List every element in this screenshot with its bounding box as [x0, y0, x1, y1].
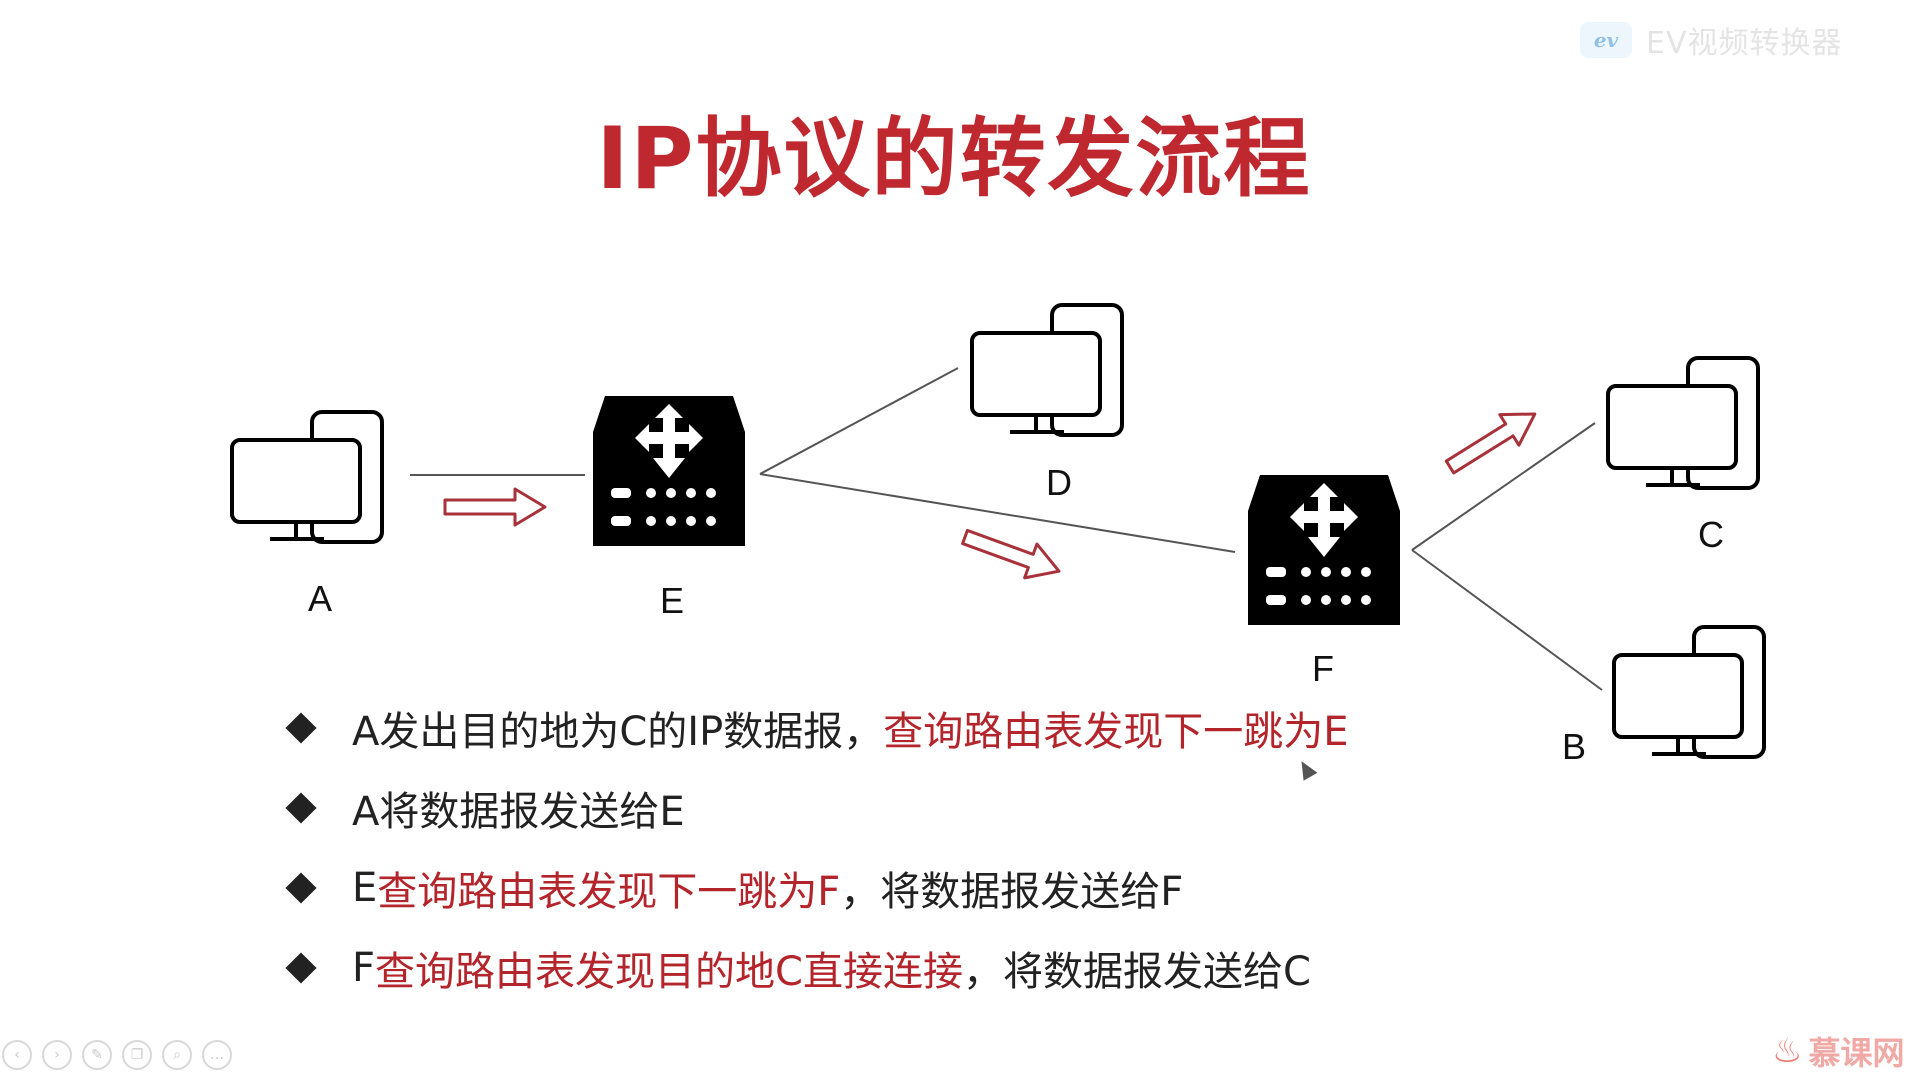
pen-icon[interactable]: ✎ [82, 1040, 112, 1070]
bullet-tail: ，将数据报发送给C [962, 949, 1311, 995]
bullet-highlight: 查询路由表发现目的地C直接连接 [375, 949, 963, 995]
node-label-e: E [660, 580, 685, 621]
slide-title: IP协议的转发流程 [596, 109, 1312, 209]
flame-icon: ♨ [1772, 1031, 1803, 1071]
computer-b-icon [1612, 625, 1766, 759]
bullet-item: A发出目的地为C的IP数据报，查询路由表发现下一跳为E [282, 688, 1349, 768]
copy-icon[interactable]: ❐ [122, 1040, 152, 1070]
link-f-b [1411, 549, 1603, 691]
flow-arrow-e-f [957, 518, 1067, 590]
bullet-text: A发出目的地为C的IP数据报， [352, 709, 884, 755]
bullet-item: A将数据报发送给E [282, 768, 1349, 848]
play-icon[interactable]: › [42, 1040, 72, 1070]
computer-a-icon [230, 410, 384, 544]
bullet-text: A将数据报发送给E [352, 789, 685, 835]
node-label-a: A [308, 578, 333, 619]
node-label-f: F [1312, 648, 1334, 689]
brand-text: 慕课网 [1808, 1034, 1905, 1072]
ev-logo-icon: ev [1580, 22, 1632, 58]
node-label-c: C [1698, 514, 1724, 555]
slideshow-toolbar: ‹ › ✎ ❐ ⌕ … [2, 1040, 232, 1070]
imooc-brand: ♨ 慕课网 [1772, 1028, 1905, 1074]
link-e-f [759, 473, 1236, 553]
node-label-b: B [1562, 726, 1587, 767]
diamond-bullet-icon [285, 712, 317, 744]
link-f-c [1411, 422, 1596, 551]
prev-icon[interactable]: ‹ [2, 1040, 32, 1070]
diamond-bullet-icon [285, 792, 317, 824]
watermark-text: EV视频转换器 [1646, 26, 1843, 61]
flow-arrow-a-e [443, 487, 547, 527]
node-label-d: D [1046, 462, 1072, 503]
computer-c-icon [1606, 356, 1760, 490]
link-e-d [759, 367, 959, 475]
diamond-bullet-icon [285, 952, 317, 984]
bullet-highlight: 查询路由表发现下一跳为F [377, 869, 841, 915]
ev-watermark: ev EV视频转换器 [1580, 18, 1842, 62]
zoom-icon[interactable]: ⌕ [162, 1040, 192, 1070]
bullet-tail: ，将数据报发送给F [840, 869, 1184, 915]
more-icon[interactable]: … [202, 1040, 232, 1070]
bullet-text: E [352, 865, 378, 911]
diamond-bullet-icon [285, 872, 317, 904]
router-e-icon [593, 396, 745, 546]
bullet-text: F [352, 945, 376, 991]
computer-d-icon [970, 303, 1124, 437]
bullet-highlight: 查询路由表发现下一跳为E [883, 709, 1349, 755]
router-f-icon [1248, 475, 1400, 625]
